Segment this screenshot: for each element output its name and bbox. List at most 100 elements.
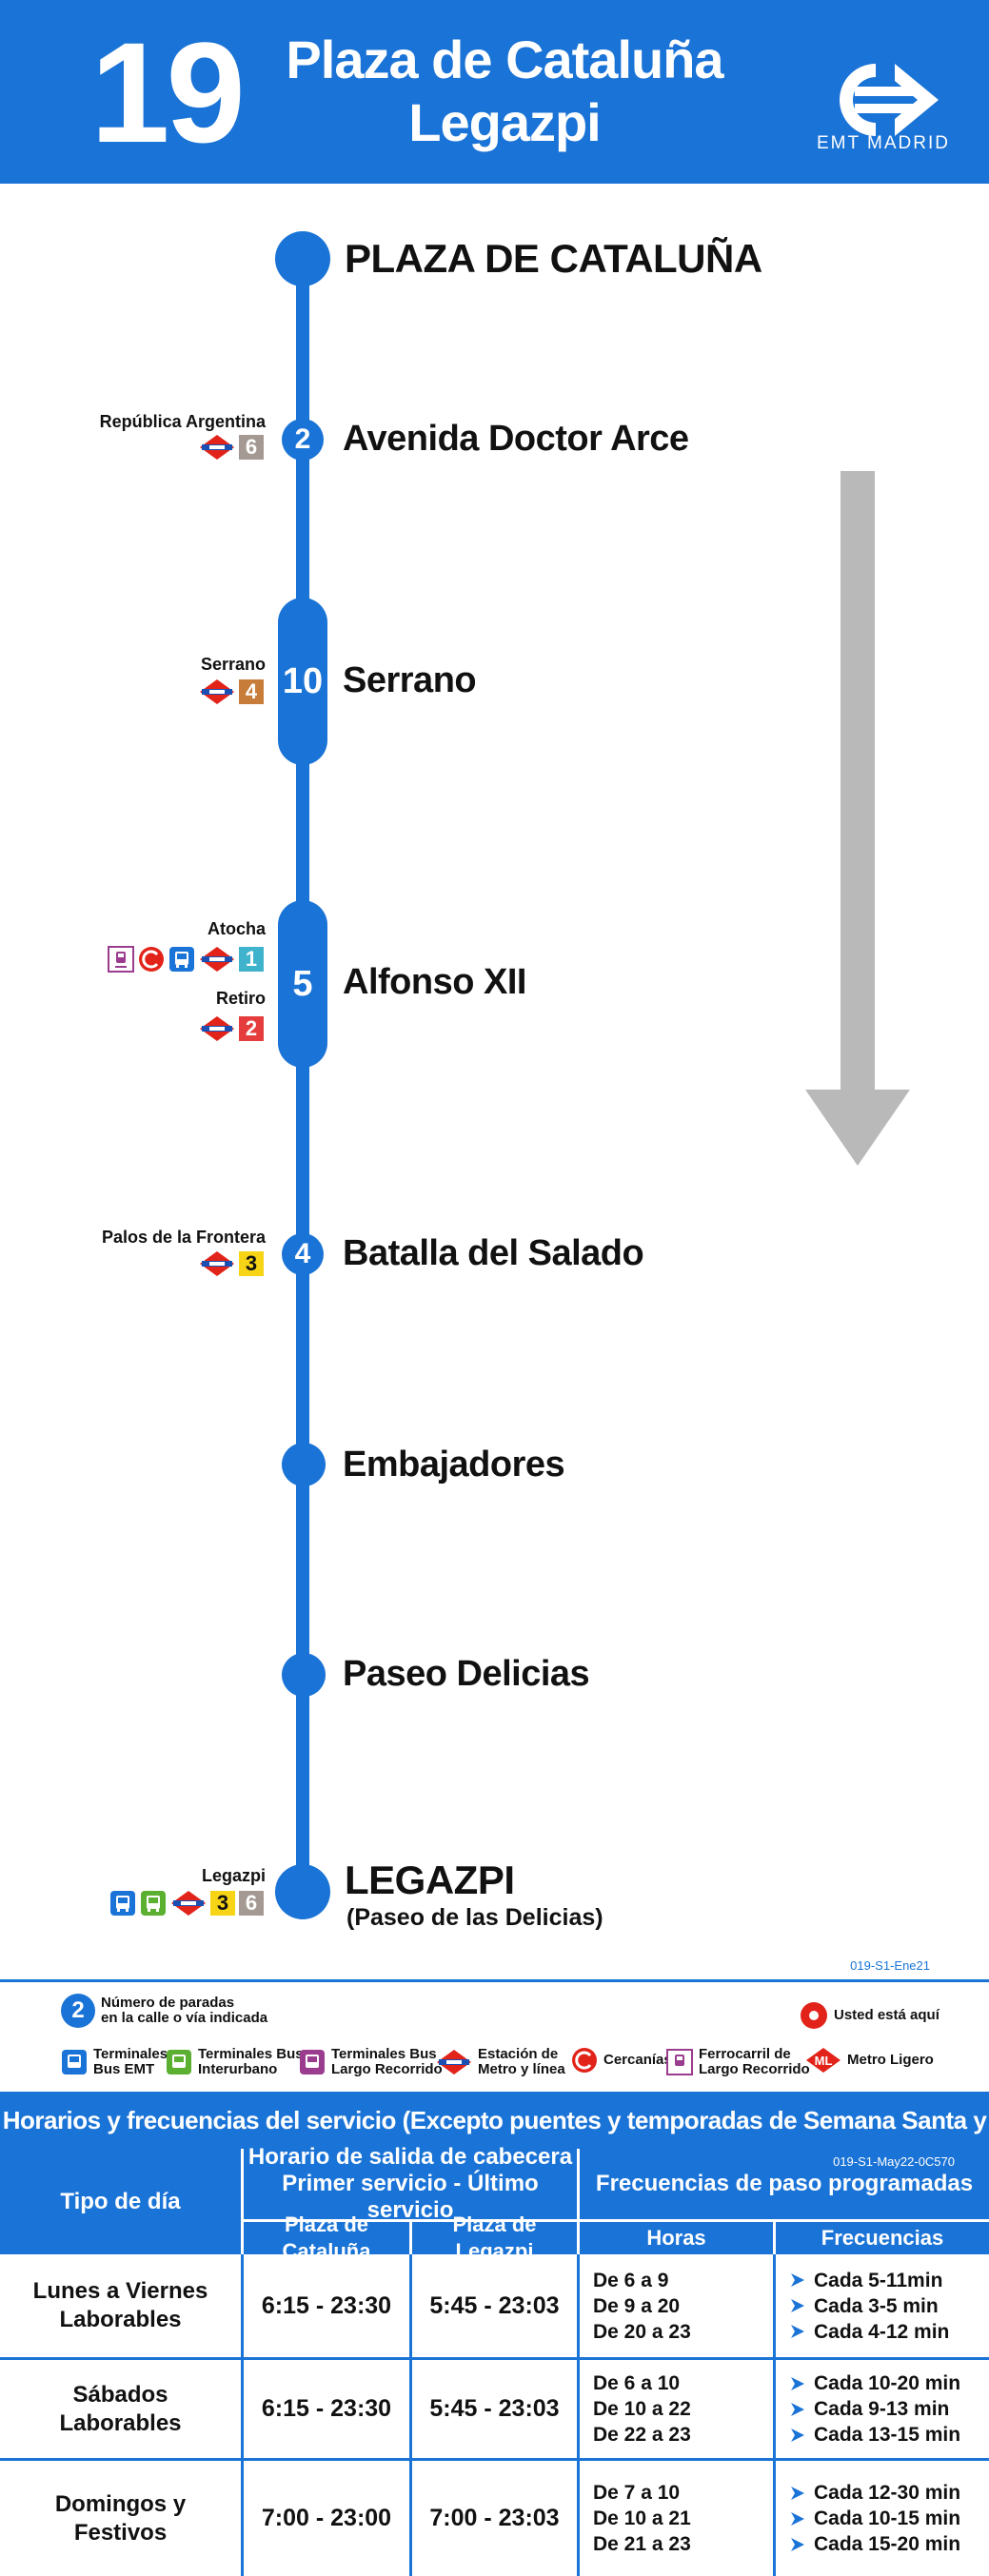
stop-count-sample: 2 xyxy=(61,1994,95,2028)
grid-line xyxy=(0,2357,989,2360)
stop-dot-destination xyxy=(275,1864,330,1919)
subheader-hours: Horas xyxy=(580,2222,773,2254)
stop-count-badge: 4 xyxy=(282,1233,324,1275)
row-frequencies: Cada 5-11min Cada 3-5 min Cada 4-12 min xyxy=(776,2254,989,2357)
stop-name: LEGAZPI xyxy=(345,1858,515,1902)
legend-text: Número de paradas xyxy=(101,1995,235,2011)
long-distance-bus-icon xyxy=(169,947,194,972)
legend-text: Interurbano xyxy=(198,2061,278,2077)
metro-line-badge: 1 xyxy=(239,947,264,972)
legend-text: Cercanías xyxy=(603,2052,672,2068)
brand-name: EMT MADRID xyxy=(817,133,950,153)
metro-icon xyxy=(437,2050,471,2075)
metro-ligero-icon: ML xyxy=(806,2048,841,2073)
metro-line-badge: 6 xyxy=(239,1891,264,1916)
document-code: 019-S1-Ene21 xyxy=(850,1958,930,1973)
header-divider xyxy=(773,2222,776,2254)
cercanias-icon xyxy=(572,2048,597,2073)
arrow-icon xyxy=(791,2428,804,2442)
header-text: Primer servicio - Último servicio xyxy=(282,2171,539,2223)
connection-label: República Argentina xyxy=(99,412,266,431)
metro-line-badge: 2 xyxy=(239,1016,264,1041)
connection-label: Retiro xyxy=(215,989,266,1008)
grid-line xyxy=(0,2458,989,2461)
stop-name: Batalla del Salado xyxy=(343,1233,644,1273)
row-frequencies: Cada 12-30 min Cada 10-15 min Cada 15-20… xyxy=(776,2461,989,2576)
grid-line xyxy=(241,2254,244,2576)
cell-text: Cada 4-12 min xyxy=(814,2320,950,2343)
stop-dot-origin xyxy=(275,231,330,286)
arrow-icon xyxy=(791,2299,804,2312)
row-hours: De 7 a 10 De 10 a 21 De 21 a 23 xyxy=(580,2461,773,2576)
legend-text: Terminales Bus xyxy=(198,2046,304,2062)
subheader-frequencies: Frecuencias xyxy=(776,2222,989,2254)
metro-icon xyxy=(200,1016,234,1041)
schedule-title: Horarios y frecuencias del servicio (Exc… xyxy=(0,2092,989,2192)
header-divider xyxy=(409,2222,412,2254)
grid-line xyxy=(409,2254,412,2576)
header-text: Tipo de día xyxy=(60,2188,181,2214)
interurban-bus-icon xyxy=(141,1891,166,1916)
stop-dot xyxy=(282,1653,326,1697)
metro-icon xyxy=(171,1891,206,1916)
stop-name: Paseo Delicias xyxy=(343,1654,590,1694)
cell-text: De 20 a 23 xyxy=(593,2320,691,2343)
header-divider xyxy=(241,2149,244,2254)
stop-name: Avenida Doctor Arce xyxy=(343,419,689,459)
you-are-here-icon xyxy=(801,2002,827,2029)
header: 19 Plaza de Cataluña Legazpi EMT MADRID xyxy=(0,0,989,184)
cell-text: Lunes a Viernes xyxy=(32,2278,208,2304)
row-destination-times: 5:45 - 23:03 xyxy=(429,2291,560,2319)
emt-bus-terminal-icon xyxy=(110,1891,135,1916)
emt-logo-icon xyxy=(840,64,939,136)
header-text: Frecuencias xyxy=(821,2226,944,2250)
legend-text: Largo Recorrido xyxy=(331,2061,443,2077)
metro-icon xyxy=(200,1251,234,1276)
connection-icons: 3 6 xyxy=(109,1890,264,1917)
metro-icon xyxy=(200,435,234,460)
metro-line-badge: 4 xyxy=(239,679,264,704)
grid-line xyxy=(577,2254,580,2576)
metro-line-badge: 6 xyxy=(239,435,264,460)
connection-icons: 3 xyxy=(199,1250,264,1277)
cell-text: De 22 a 23 xyxy=(593,2424,691,2446)
row-day-type: Lunes a Viernes Laborables xyxy=(0,2254,241,2357)
cell-text: De 9 a 20 xyxy=(593,2294,681,2317)
row-day-type: Domingos y Festivos xyxy=(0,2461,241,2576)
long-distance-train-icon xyxy=(666,2049,693,2075)
connection-label: Atocha xyxy=(207,919,266,938)
header-day-type: Tipo de día xyxy=(0,2149,241,2254)
stop-name: Embajadores xyxy=(343,1445,565,1485)
cell-text: Cada 10-15 min xyxy=(814,2507,961,2529)
legend-text: Usted está aquí xyxy=(834,2007,940,2023)
cell-text: Sábados xyxy=(72,2381,168,2408)
cell-text: Cada 15-20 min xyxy=(814,2533,961,2555)
legend-text: Estación de xyxy=(478,2046,559,2062)
cell-text: Festivos xyxy=(73,2519,168,2546)
row-destination-times: 5:45 - 23:03 xyxy=(429,2395,560,2422)
cell-text: De 10 a 22 xyxy=(593,2398,691,2420)
legend-text: Ferrocarril de xyxy=(699,2046,791,2062)
cell-text: Cada 3-5 min xyxy=(814,2294,939,2317)
route-title: Plaza de Cataluña Legazpi xyxy=(286,29,723,154)
schedule-table: Horarios y frecuencias del servicio (Exc… xyxy=(0,2092,989,2576)
cell-text: De 21 a 23 xyxy=(593,2533,691,2555)
cell-text: De 6 a 10 xyxy=(593,2372,681,2394)
stop-subtitle: (Paseo de las Delicias) xyxy=(346,1904,603,1931)
stop-name: Alfonso XII xyxy=(343,962,526,1002)
line-number: 19 xyxy=(90,12,246,172)
legend-text: Metro y línea xyxy=(478,2061,565,2077)
metro-line-badge: 3 xyxy=(239,1251,264,1276)
cell-text: Laborables xyxy=(59,2307,182,2332)
long-distance-train-icon xyxy=(108,946,134,973)
cell-text: Cada 9-13 min xyxy=(814,2398,950,2420)
connection-icons: 6 xyxy=(199,434,264,461)
cell-text: Cada 5-11min xyxy=(814,2269,943,2291)
row-day-type: Sábados Laborables xyxy=(0,2360,241,2458)
connection-icons: 4 xyxy=(199,678,264,705)
